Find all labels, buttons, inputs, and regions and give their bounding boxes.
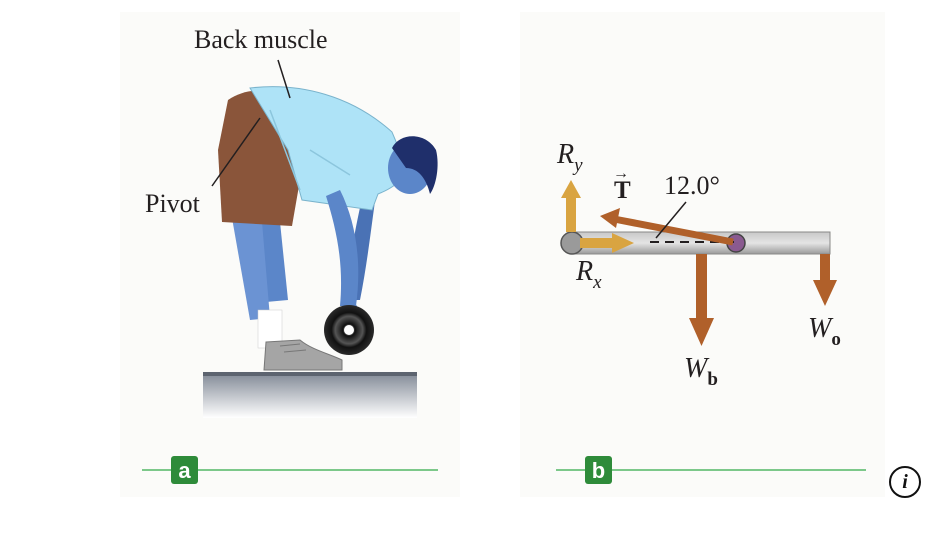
ry-label-sub: y [572,155,583,176]
shirt [249,86,409,211]
wo-label-sub: o [831,329,841,350]
head [388,136,438,194]
wo-label-main: W [808,313,834,344]
angle-leader-line [655,201,687,239]
rx-force-arrow [580,233,634,253]
tension-vector-arrow-glyph: → [613,165,629,182]
tension-label: T [614,177,631,204]
pivot-joint [560,231,584,255]
panel-b-badge-text: b [592,458,605,483]
dumbbell-weight [324,305,374,355]
back-muscle-leader-line [277,59,291,99]
rx-label-main: R [575,256,593,287]
pivot-label: Pivot [145,189,201,218]
wo-label: Wo [808,313,841,350]
panel-a-badge-text: a [178,458,191,483]
front-arm [326,190,359,306]
rx-label-sub: x [592,272,602,293]
wb-weight-arrow [689,254,714,346]
wo-weight-arrow [813,254,837,306]
wb-label-main: W [684,353,710,384]
pivot-leader-line [211,117,261,187]
panel-a: Back muscle Pivot a [142,25,438,484]
floor [203,372,417,418]
panel-a-background [120,12,460,497]
ry-force-arrow [561,180,581,232]
panel-b-badge [585,456,612,484]
shoe [263,339,343,371]
front-leg [232,218,270,320]
back-muscle-label: Back muscle [194,25,328,54]
person-bending-figure [218,86,438,371]
panel-a-badge [171,456,198,484]
panel-b: Ry Rx → T 12.0° Wb Wo b [556,139,866,484]
wb-label: Wb [684,353,718,390]
ry-label: Ry [556,139,583,176]
tension-force-arrow [600,208,734,246]
info-icon[interactable]: i [889,466,921,498]
wb-label-sub: b [707,369,718,390]
info-icon-glyph: i [902,470,908,493]
angle-label: 12.0° [664,171,720,200]
rx-label: Rx [575,256,602,293]
ry-label-main: R [556,139,574,170]
